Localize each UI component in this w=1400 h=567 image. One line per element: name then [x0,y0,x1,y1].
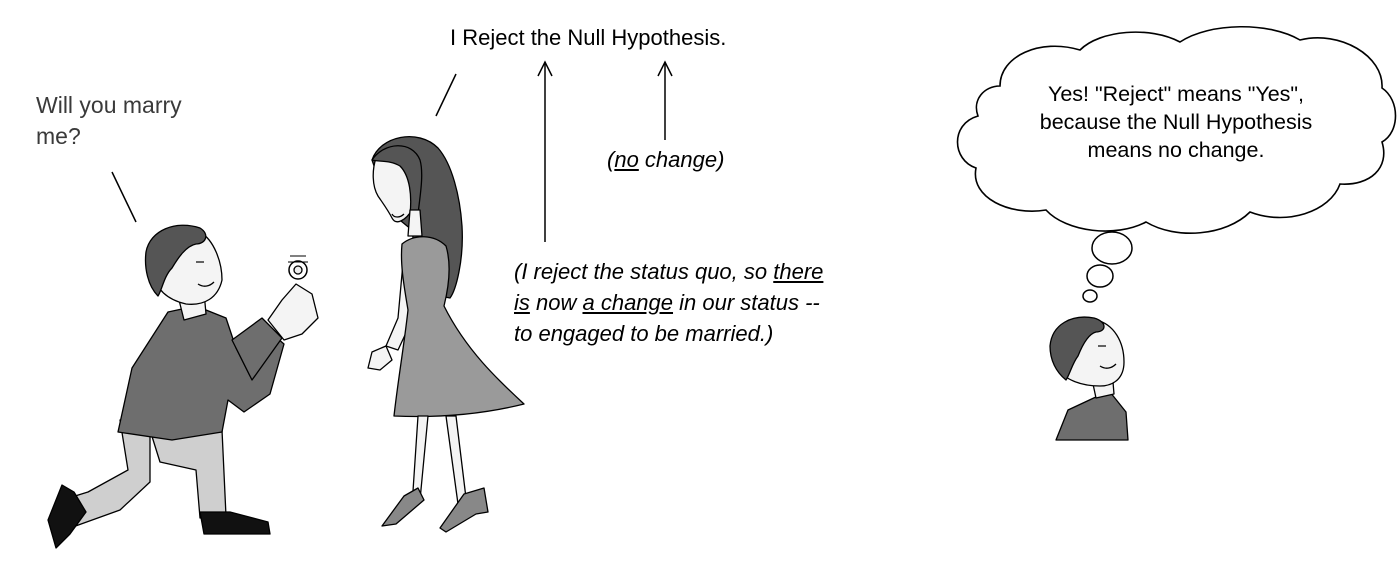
thought-line-3: means no change. [1087,138,1265,162]
status-quo-a-change: a change [582,290,674,315]
man-speech-line-1: Will you marry [36,92,182,118]
woman-speech-pointer [435,73,457,117]
arrow-no-change [657,60,673,140]
thought-bubble-medium [1086,264,1114,288]
standing-woman [367,136,525,533]
status-quo-now: now [529,290,583,315]
thought-line-1: Yes! "Reject" means "Yes", [1047,82,1305,106]
no-change-underlined: no [614,147,639,172]
thought-cloud [956,25,1397,234]
thought-bubble-large [1091,231,1133,265]
status-quo-line-1: (I reject the status quo, so there [514,256,823,287]
status-quo-line-2: is now a change in our status -- [514,287,823,318]
no-change-open: ( [607,147,615,172]
no-change-annotation: (no change) [607,146,724,173]
status-quo-line-2-rest: in our status -- [673,290,820,315]
status-quo-line-1-text: (I reject the status quo, so [514,259,774,284]
woman-speech-text: I Reject the Null Hypothesis. [450,25,727,50]
thought-line-2: because the Null Hypothesis [1039,110,1313,134]
status-quo-annotation: (I reject the status quo, so there is no… [514,256,823,349]
man-speech-pointer [111,171,137,223]
no-change-rest: change) [638,147,725,172]
status-quo-line-3: to engaged to be married.) [514,321,774,346]
kneeling-man [47,224,319,549]
man-speech-text: Will you marry me? [36,90,182,152]
thinking-man [1049,316,1129,441]
thought-text: Yes! "Reject" means "Yes", because the N… [996,80,1356,164]
arrow-status-quo [537,60,553,242]
status-quo-there: there [773,259,824,284]
status-quo-is: is [514,290,530,315]
man-speech-line-2: me? [36,123,81,149]
thought-bubble-small [1082,289,1098,303]
